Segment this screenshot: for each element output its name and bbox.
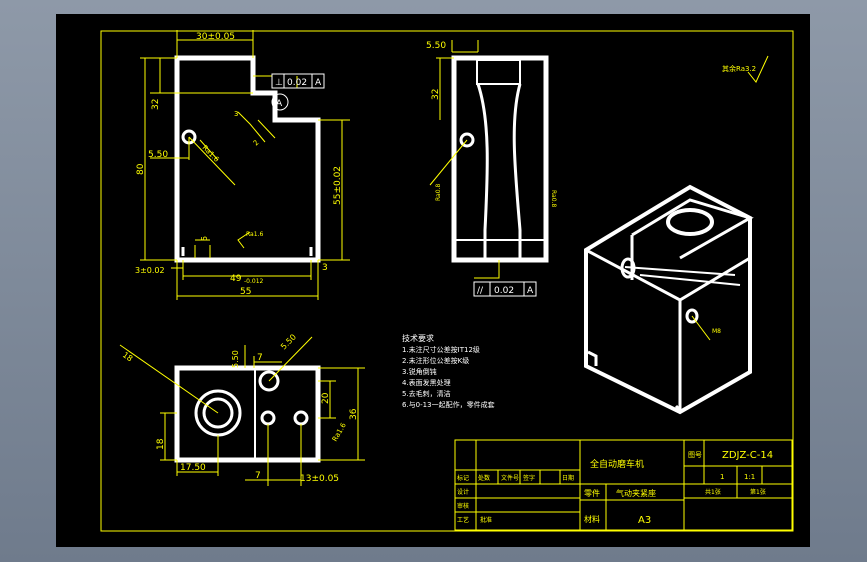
dim-step-2: 2 (252, 139, 261, 148)
header-cell-4: 签字 (523, 474, 535, 482)
header-cell-1: 标记 (457, 474, 469, 482)
bottom-surface-note: Ra1.6 (331, 421, 348, 443)
bottom-hole-dia: 18 (121, 350, 135, 363)
top-hole-note: Ra1.6 (201, 144, 221, 164)
bottom-dim-18: 18 (156, 438, 166, 450)
dim-relief-5: 5 (200, 236, 209, 241)
top-view: 30±0.05 32 80 5.50 55±0.02 55 49 -0.012 … (135, 30, 350, 300)
row-label-4: 批准 (480, 516, 492, 524)
datum-circle (271, 93, 289, 111)
bottom-dim-7-bottom: 7 (255, 471, 261, 481)
notes-title: 技术要求 (402, 333, 434, 343)
sheet-label: 共1张 (705, 488, 721, 496)
bottom-bore-inner (202, 397, 234, 429)
side-dim-height: 32 (431, 89, 441, 100)
gdt-frame-perpendicular (271, 73, 325, 89)
row-label-2: 审核 (457, 502, 469, 510)
iso-bore (666, 208, 714, 236)
scale-cell-2: 1:1 (744, 473, 755, 481)
gdt-symbol: ⊥ (275, 78, 283, 88)
gdt-tolerance: 0.02 (287, 78, 307, 88)
header-cell-3: 文件号 (501, 474, 519, 482)
drawing-border (100, 30, 794, 532)
side-roughness-left: Ra0.8 (435, 184, 442, 201)
row-label-1: 设计 (457, 488, 469, 496)
bottom-dim-17-50: 17.50 (180, 463, 206, 473)
dim-offset-3: 3 (322, 263, 328, 273)
bottom-thread-spec: 5.50 (279, 332, 298, 351)
iso-outline (584, 184, 752, 415)
gdt-frame-parallel (473, 281, 537, 297)
dim-offset-3-tol: 3±0.02 (135, 266, 165, 275)
header-cell-2: 处数 (478, 474, 490, 482)
title-drawing-no: ZDJZ-C-14 (722, 450, 773, 461)
datum-label: A (276, 99, 283, 109)
note-line-6: 6.与0-13一起配作，零件成套 (402, 400, 495, 409)
dim-width-55: 55 (240, 287, 251, 297)
bottom-dim-13: 13±0.05 (300, 474, 339, 484)
header-cell-5: 日期 (562, 474, 574, 482)
top-view-outline (174, 55, 321, 263)
side-view: 5.50 32 Ra0.8 Ra0.8 // 0.02 A (426, 40, 557, 297)
dim-height-80: 80 (136, 163, 146, 175)
general-roughness-mark: 其余Ra3.2 (722, 64, 756, 73)
bottom-hole-right (293, 410, 309, 426)
bottom-dim-20: 20 (321, 392, 331, 404)
title-machine-name: 全自动磨车机 (590, 458, 644, 470)
dim-width-49: 49 (230, 274, 242, 284)
gdt-datum: A (315, 78, 322, 88)
side-view-outline (451, 55, 549, 263)
dim-step-3: 3 (234, 110, 238, 118)
bottom-dim-36: 36 (349, 408, 359, 420)
technical-notes: 技术要求 1.未注尺寸公差按IT12级 2.未注形位公差按K级 3.锐角倒钝 4… (402, 333, 495, 409)
side-roughness-right: Ra0.8 (550, 190, 557, 207)
bottom-dim-7-top: 7 (257, 353, 263, 363)
iso-note: M8 (712, 328, 721, 335)
title-material-label: 材料 (584, 514, 600, 524)
dim-hole-offset: 5.50 (148, 150, 168, 160)
side-view-hole (459, 132, 475, 148)
side-dim-top: 5.50 (426, 41, 446, 51)
note-line-1: 1.未注尺寸公差按IT12级 (402, 345, 480, 354)
dim-height-55: 55±0.02 (333, 166, 343, 205)
note-line-3: 3.锐角倒钝 (402, 367, 437, 376)
gdt-parallel-tolerance: 0.02 (494, 286, 514, 296)
gdt-parallel-datum: A (527, 286, 534, 296)
title-part-name: 气动夹紧座 (616, 488, 656, 498)
dim-top-width: 30±0.05 (196, 32, 235, 42)
isometric-view (584, 184, 754, 415)
bottom-hole-left (260, 410, 276, 426)
bottom-view-outline (174, 365, 321, 463)
scale-cell-1: 1 (720, 473, 724, 481)
title-part-label: 零件 (584, 488, 600, 498)
gdt-parallel-symbol: // (477, 286, 484, 296)
title-block (454, 439, 793, 531)
title-drawing-no-label: 图号 (688, 451, 702, 459)
note-line-5: 5.去毛刺，清洁 (402, 389, 451, 398)
top-surface-note: Ra1.6 (246, 231, 263, 238)
bottom-view: 7 5.50 5.50 18 20 36 18 17.50 7 13±0.05 … (119, 332, 365, 486)
note-line-4: 4.表面发黑处理 (402, 378, 451, 387)
bottom-dim-offset: 5.50 (231, 350, 240, 368)
dim-width-49-tol: -0.012 (244, 278, 264, 285)
note-line-2: 2.未注形位公差按K级 (402, 356, 469, 365)
bottom-hole-top (258, 370, 280, 392)
dim-height-32: 32 (151, 99, 161, 110)
page-label: 第1张 (750, 488, 766, 496)
title-sheet-size: A3 (638, 515, 651, 526)
row-label-3: 工艺 (457, 516, 469, 524)
